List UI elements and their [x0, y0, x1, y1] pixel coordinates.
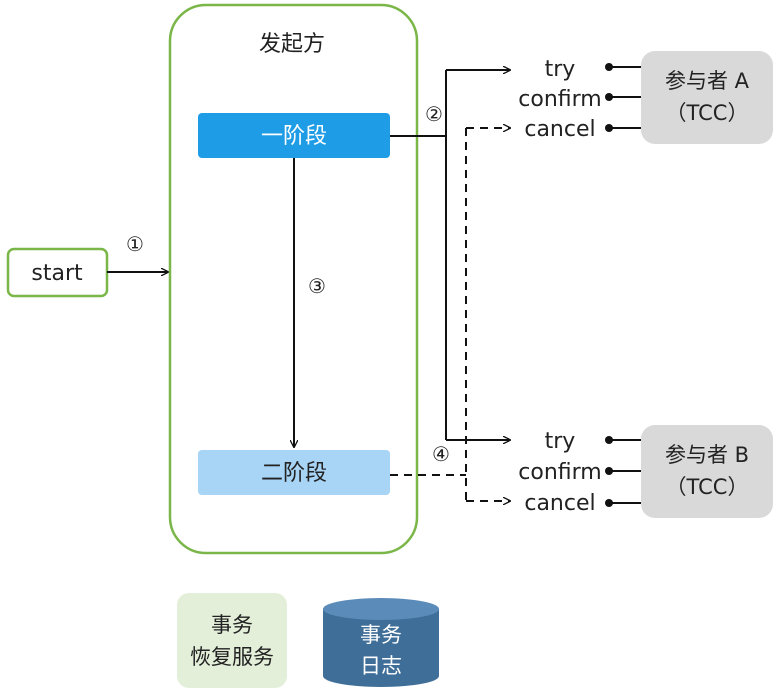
participant-a-type: （TCC） [666, 101, 749, 125]
participant-b-ops: try confirm cancel [518, 429, 641, 516]
transaction-log-line2: 日志 [360, 654, 402, 678]
transaction-log-line1: 事务 [360, 623, 402, 647]
initiator-title: 发起方 [259, 32, 325, 57]
recovery-service-node: 事务 恢复服务 [177, 593, 287, 688]
op-confirm-b: confirm [518, 460, 601, 485]
transaction-log-node: 事务 日志 [323, 598, 439, 687]
start-node: start [6, 247, 109, 298]
start-label: start [31, 261, 83, 286]
recovery-service-line2: 恢复服务 [190, 645, 274, 669]
step-1-label: ① [126, 232, 144, 256]
participant-a-node: 参与者 A （TCC） [641, 51, 773, 144]
participant-a-name: 参与者 A [665, 69, 750, 93]
participant-b-node: 参与者 B （TCC） [641, 425, 773, 518]
phase-1-node: 一阶段 [198, 113, 390, 158]
step-4-label: ④ [432, 442, 450, 466]
participant-b-type: （TCC） [666, 475, 749, 499]
step-2-label: ② [425, 102, 443, 126]
phase-2-node: 二阶段 [198, 450, 390, 495]
op-cancel-b: cancel [524, 491, 595, 516]
op-cancel-a: cancel [524, 117, 595, 142]
phase-1-label: 一阶段 [261, 124, 327, 149]
phase-1-connections [390, 70, 510, 440]
op-try-b: try [545, 429, 576, 454]
participant-a-ops: try confirm cancel [518, 57, 641, 142]
op-try-a: try [545, 57, 576, 82]
op-confirm-a: confirm [518, 87, 601, 112]
step-3-label: ③ [308, 274, 326, 298]
phase-2-connections [390, 128, 510, 501]
recovery-service-line1: 事务 [211, 613, 253, 637]
phase-2-label: 二阶段 [261, 461, 327, 486]
participant-b-name: 参与者 B [665, 443, 749, 467]
